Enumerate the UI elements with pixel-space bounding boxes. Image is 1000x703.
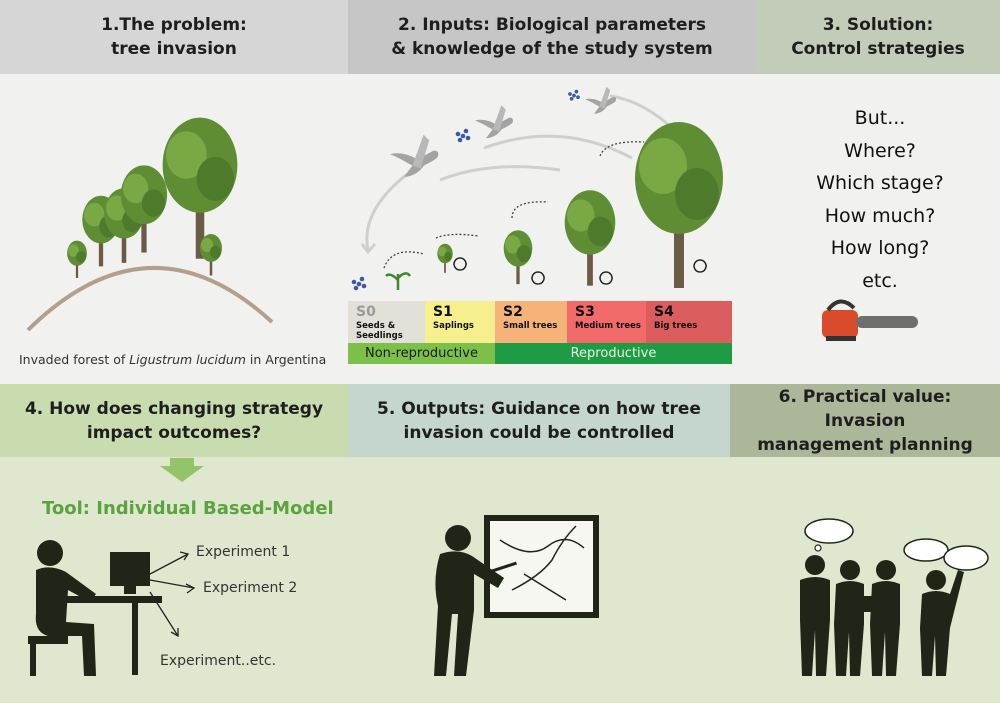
question-item: Where? <box>844 139 916 162</box>
panel-header-line: & knowledge of the study system <box>391 39 713 59</box>
stage-code: S0 <box>356 304 376 320</box>
stage-s2: S2 Small trees <box>495 301 567 343</box>
panel-header-line: tree invasion <box>111 39 237 59</box>
tree-icon <box>564 190 616 286</box>
species-name: Ligustrum lucidum <box>129 352 246 367</box>
bird-icon <box>390 134 439 177</box>
bird-icon <box>475 105 513 139</box>
panel-header-outputs: 5. Outputs: Guidance on how tree invasion… <box>348 384 730 457</box>
question-item: How much? <box>824 204 936 227</box>
tree-icon <box>635 122 723 288</box>
tree-icon <box>162 117 238 259</box>
panel-header-line: 3. Solution: <box>822 15 934 35</box>
panel-header-line: 2. Inputs: Biological parameters <box>397 15 707 35</box>
tree-icon <box>67 240 87 278</box>
panel-header-line: management planning <box>757 434 973 455</box>
forest-caption: Invaded forest of Ligustrum lucidum in A… <box>19 352 339 367</box>
tree-icon <box>200 234 222 276</box>
stage-s1: S1 Saplings <box>425 301 495 343</box>
question-list: But... Where? Which stage? How much? How… <box>790 102 970 297</box>
panel-header-practical: 6. Practical value: Invasion management p… <box>730 384 1000 457</box>
stage-label: Small trees <box>503 321 558 331</box>
life-cycle-illustration <box>351 86 723 291</box>
seed-icon <box>455 128 471 143</box>
stage-code: S1 <box>433 304 453 320</box>
experiment-label: Experiment 1 <box>196 544 291 560</box>
group-non-reproductive: Non-reproductive <box>348 343 495 364</box>
experiment-label: Experiment..etc. <box>160 653 277 669</box>
forest-illustration <box>26 117 274 332</box>
panel-header-line: 4. How does changing strategy <box>24 398 324 419</box>
tool-title: Tool: Individual Based-Model <box>42 498 334 519</box>
seed-icon <box>568 89 580 101</box>
stage-s0: S0 Seeds & Seedlings <box>348 301 425 343</box>
down-arrow-icon <box>160 458 204 482</box>
question-item: How long? <box>830 237 930 259</box>
panel-header-strategy: 4. How does changing strategy impact outc… <box>0 384 348 457</box>
stage-code: S2 <box>503 304 523 320</box>
bird-icon <box>585 86 617 114</box>
stage-label: Seeds & <box>356 321 396 331</box>
group-discussion-icon <box>800 518 989 676</box>
stage-label: Seedlings <box>356 331 403 341</box>
presenter-icon <box>434 515 599 676</box>
person-computer-icon <box>28 540 162 676</box>
chainsaw-icon <box>822 299 918 341</box>
experiment-arrows <box>149 551 196 638</box>
stage-code: S4 <box>654 304 674 320</box>
panel-header-line: 6. Practical value: Invasion <box>778 386 952 431</box>
tree-icon <box>437 243 453 273</box>
panel-header-line: invasion could be controlled <box>403 422 675 443</box>
panel-header-solution: 3. Solution: Control strategies <box>756 0 1000 74</box>
stage-s3: S3 Medium trees <box>567 301 646 343</box>
stage-label: Big trees <box>654 321 698 331</box>
question-item: But... <box>854 107 906 129</box>
question-item: etc. <box>862 269 898 292</box>
stage-label: Saplings <box>433 321 474 331</box>
panel-header-line: 5. Outputs: Guidance on how tree <box>377 398 701 419</box>
panel-header-problem: 1.The problem: tree invasion <box>0 0 348 74</box>
question-item: Which stage? <box>816 172 944 194</box>
experiment-label: Experiment 2 <box>203 580 298 596</box>
stage-label: Medium trees <box>575 321 641 331</box>
panel-header-inputs: 2. Inputs: Biological parameters & knowle… <box>348 0 756 74</box>
panel-header-line: 1.The problem: <box>101 15 247 35</box>
panel-header-line: impact outcomes? <box>86 422 262 443</box>
seed-icon <box>351 276 367 291</box>
panel-header-line: Control strategies <box>791 39 965 59</box>
tree-icon <box>120 165 168 253</box>
stage-code: S3 <box>575 304 595 320</box>
stage-s4: S4 Big trees <box>646 301 732 343</box>
caption-text: in Argentina <box>245 352 327 367</box>
caption-text: Invaded forest of <box>19 352 130 367</box>
tree-icon <box>503 230 533 285</box>
group-reproductive: Reproductive <box>495 343 732 364</box>
